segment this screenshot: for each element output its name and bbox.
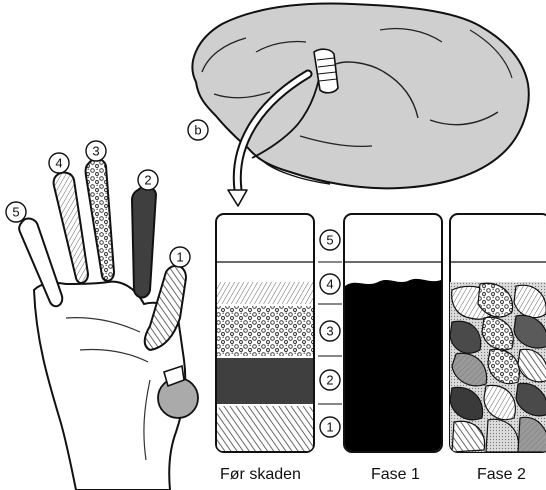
finger-label-1: 1	[170, 247, 190, 267]
svg-text:1: 1	[326, 420, 333, 435]
layer-label-1: 1	[320, 417, 340, 437]
svg-text:3: 3	[326, 324, 333, 339]
phase2-mosaic-fill	[450, 282, 546, 452]
phase1-box	[344, 214, 442, 452]
caption-phase-1: Fase 1	[371, 466, 420, 484]
caption-phase-2: Fase 2	[477, 466, 526, 484]
layer-label-4: 4	[320, 274, 340, 294]
before-injury-box	[216, 214, 314, 452]
finger-label-4: 4	[49, 153, 69, 173]
layer-2-fill	[217, 358, 313, 404]
svg-text:4: 4	[55, 156, 62, 171]
layer-index: 5 4 3 2 1	[318, 230, 342, 437]
finger-label-3: 3	[86, 141, 106, 161]
layer-label-2: 2	[320, 370, 340, 390]
layer-1-fill	[217, 406, 313, 451]
brain-label: b	[194, 123, 201, 138]
hand-pointer-icon	[158, 366, 198, 418]
layer-label-3: 3	[320, 321, 340, 341]
svg-text:5: 5	[326, 233, 333, 248]
layer-label-5: 5	[320, 230, 340, 250]
phase1-dark-fill	[345, 279, 441, 451]
finger-middle	[86, 159, 114, 281]
svg-text:5: 5	[12, 205, 19, 220]
phase2-box	[450, 214, 546, 452]
layer-4-fill	[217, 282, 313, 304]
finger-label-5: 5	[6, 202, 26, 222]
svg-text:1: 1	[176, 250, 183, 265]
svg-text:2: 2	[144, 173, 151, 188]
svg-text:4: 4	[326, 277, 333, 292]
layer-3-fill	[217, 306, 313, 356]
svg-text:2: 2	[326, 373, 333, 388]
finger-ring	[54, 173, 88, 283]
finger-label-2: 2	[138, 170, 158, 190]
hand-illustration: 5 4 3 2 1	[6, 141, 198, 490]
svg-text:3: 3	[92, 144, 99, 159]
finger-index	[132, 187, 156, 298]
caption-before-injury: Før skaden	[220, 466, 301, 484]
